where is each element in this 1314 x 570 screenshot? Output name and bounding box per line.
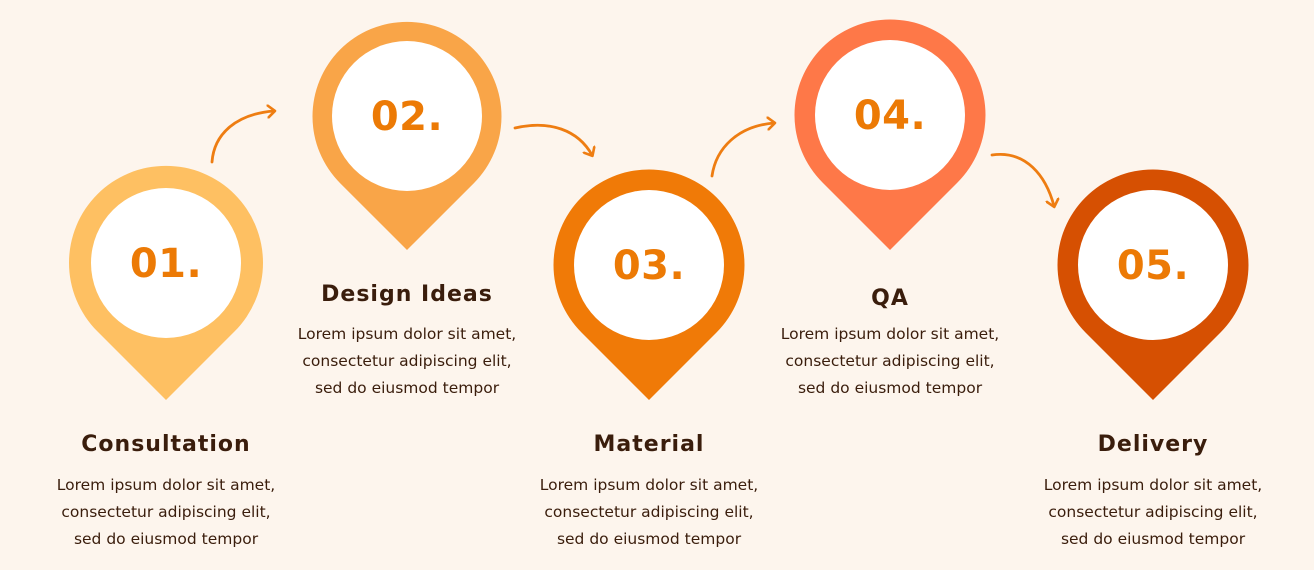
- step-5-desc-line-2: consectetur adipiscing elit,: [1048, 503, 1258, 521]
- step-4-text: QA Lorem ipsum dolor sit amet, consectet…: [740, 285, 1040, 402]
- step-1-text: Consultation Lorem ipsum dolor sit amet,…: [16, 431, 316, 553]
- step-2-desc-line-3: sed do eiusmod tempor: [314, 379, 500, 397]
- pin-1-inner-circle: [91, 188, 241, 338]
- step-3-desc-line-2: consectetur adipiscing elit,: [544, 503, 754, 521]
- step-5-desc-line-3: sed do eiusmod tempor: [1060, 530, 1246, 548]
- step-1-desc-line-2: consectetur adipiscing elit,: [61, 503, 271, 521]
- step-2-title: Design Ideas: [321, 282, 493, 307]
- pin-2-inner-circle: [332, 41, 482, 191]
- step-4-desc-line-3: sed do eiusmod tempor: [797, 379, 983, 397]
- arrow-1-to-2: [210, 111, 274, 164]
- step-5-text: Delivery Lorem ipsum dolor sit amet, con…: [1003, 431, 1303, 553]
- pin-1: 01.: [69, 165, 263, 400]
- step-3-title: Material: [593, 432, 705, 457]
- step-2-desc-line-1: Lorem ipsum dolor sit amet,: [297, 325, 517, 343]
- pin-2: 02.: [312, 21, 502, 250]
- arrow-2-to-3: [513, 123, 592, 155]
- step-1-desc-line-1: Lorem ipsum dolor sit amet,: [56, 476, 276, 494]
- step-2-text: Design Ideas Lorem ipsum dolor sit amet,…: [257, 281, 557, 402]
- pin-4: 04.: [794, 19, 986, 250]
- step-1-desc-line-3: sed do eiusmod tempor: [73, 530, 259, 548]
- step-5-title: Delivery: [1097, 432, 1209, 457]
- step-4-title: QA: [871, 286, 909, 311]
- pin-5: 05.: [1057, 169, 1249, 400]
- pin-3: 03.: [553, 169, 745, 400]
- step-3-number: 03.: [613, 243, 685, 289]
- step-4-desc-line-1: Lorem ipsum dolor sit amet,: [780, 325, 1000, 343]
- pin-3-inner-circle: [574, 190, 724, 340]
- arrow-4-to-5: [990, 153, 1054, 206]
- pin-5-inner-circle: [1078, 190, 1228, 340]
- step-5-desc-line-1: Lorem ipsum dolor sit amet,: [1043, 476, 1263, 494]
- step-4-number: 04.: [854, 93, 926, 139]
- step-2-desc-line-2: consectetur adipiscing elit,: [302, 352, 512, 370]
- step-1-title: Consultation: [81, 432, 251, 457]
- step-5-number: 05.: [1117, 243, 1189, 289]
- step-3-text: Material Lorem ipsum dolor sit amet, con…: [499, 431, 799, 553]
- step-3-desc-line-3: sed do eiusmod tempor: [556, 530, 742, 548]
- pin-4-inner-circle: [815, 40, 965, 190]
- step-3-desc-line-1: Lorem ipsum dolor sit amet,: [539, 476, 759, 494]
- step-1-number: 01.: [130, 241, 202, 287]
- step-2-number: 02.: [371, 94, 443, 140]
- arrow-3-to-4: [710, 123, 774, 178]
- step-4-desc-line-2: consectetur adipiscing elit,: [785, 352, 995, 370]
